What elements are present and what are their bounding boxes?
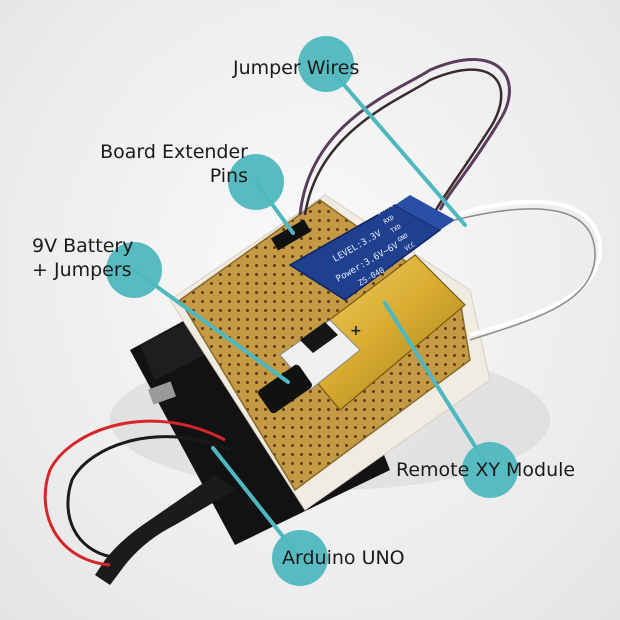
callout-dot [272, 530, 328, 586]
jumper-wire-purple [298, 58, 511, 216]
callout-dot [298, 36, 354, 92]
jumper-wire-white [454, 199, 603, 337]
battery-snap [300, 322, 338, 353]
red-wire [43, 419, 226, 567]
callout-dot [106, 242, 162, 298]
callout-label-jumper-wires: Jumper Wires [233, 57, 360, 79]
callout-line [324, 62, 467, 227]
callout-label-board-extender-pins: Board Extender Pins [100, 141, 248, 187]
callout-label-9v-battery-jumpers: 9V Battery + Jumpers [32, 235, 134, 281]
callout-label-remote-xy-module: Remote XY Module [396, 459, 576, 481]
module-pin-label: VCC [404, 241, 417, 253]
jumper-wire-brown [303, 68, 503, 216]
extender-pins [271, 219, 311, 251]
dc-plug [95, 475, 235, 585]
module-pin-label: TXD [390, 223, 403, 235]
battery-plus-mark: + [350, 323, 362, 339]
callout-line [132, 268, 290, 384]
module-pin-label: GND [397, 232, 410, 244]
module-pin-label: RXD [383, 214, 396, 226]
battery-terminal [258, 364, 312, 414]
callout-line [383, 301, 492, 472]
module-top [395, 195, 455, 230]
callout-dot [228, 154, 284, 210]
callout-dot [462, 442, 518, 498]
callout-label-arduino-uno: Arduino UNO [282, 547, 405, 569]
usb-port [147, 381, 177, 405]
jumper-wire-gray [454, 208, 596, 341]
black-wire [66, 435, 231, 559]
